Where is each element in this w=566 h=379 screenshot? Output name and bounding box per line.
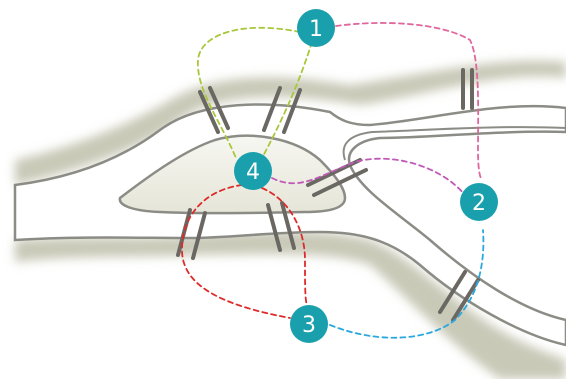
node-2: 2	[460, 183, 498, 221]
node-2-label: 2	[472, 191, 486, 216]
node-1-label: 1	[309, 17, 323, 42]
node-4: 4	[234, 152, 272, 190]
node-3-label: 3	[302, 313, 316, 338]
node-1: 1	[297, 9, 335, 47]
node-4-label: 4	[246, 160, 260, 185]
node-3: 3	[290, 305, 328, 343]
